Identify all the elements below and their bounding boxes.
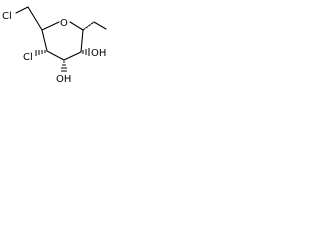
bond-o-c1	[69, 21, 84, 31]
bond-c2-c3	[63, 51, 82, 61]
molecule-drawing: Cl Cl O OH OH	[2, 6, 107, 85]
atom-label-cl-ring: Cl	[23, 52, 33, 63]
bond-ch2-c5	[27, 6, 43, 31]
structure-canvas: Cl Cl O OH OH	[0, 0, 114, 88]
bond-ome-methyl	[93, 21, 107, 30]
bond-c3-c4	[46, 50, 65, 61]
bond-cl-ch2	[15, 6, 29, 14]
atom-label-ring-oxygen: O	[60, 18, 68, 29]
bond-c1-ome	[82, 21, 95, 31]
hashed-wedge-cl	[35, 50, 46, 56]
bond-lines	[15, 6, 107, 61]
bond-c1-c2	[80, 29, 84, 53]
atom-label-oh-right: OH	[91, 48, 106, 59]
atom-label-cl-left: Cl	[2, 11, 12, 22]
bond-c4-c5	[41, 29, 48, 52]
bond-c5-o	[41, 21, 60, 31]
hashed-wedge-oh-right	[82, 48, 90, 56]
hashed-wedge-oh-lower	[61, 61, 67, 72]
atom-label-oh-lower: OH	[56, 74, 71, 85]
